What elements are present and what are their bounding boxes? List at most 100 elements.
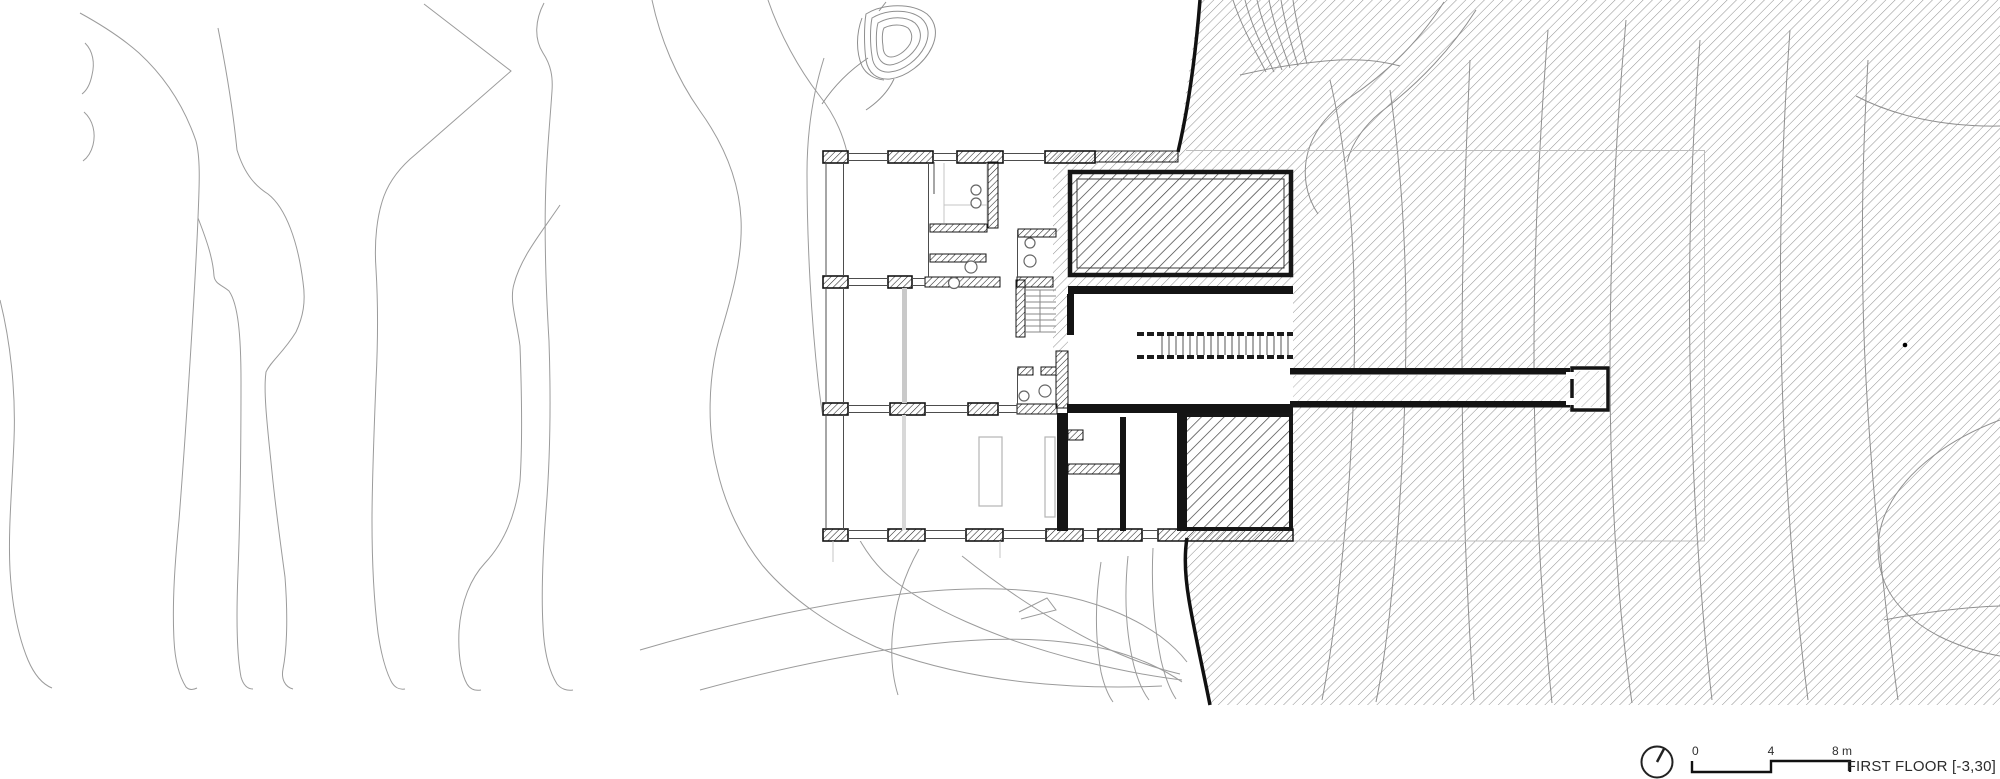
wall bbox=[1120, 417, 1126, 531]
pier bbox=[822, 150, 849, 164]
left-block-base bbox=[822, 151, 1053, 541]
sink-fixture bbox=[970, 197, 982, 209]
contour-line bbox=[536, 2, 574, 691]
gray-partition bbox=[902, 415, 906, 530]
hatched-wall bbox=[924, 276, 1001, 288]
pier bbox=[887, 150, 934, 164]
scale-tick-0: 0 bbox=[1692, 744, 1699, 758]
room-hatched-upper bbox=[1067, 169, 1294, 278]
room-hatched-lower bbox=[1183, 413, 1293, 531]
piers bbox=[822, 150, 1143, 542]
poche-hatch-band bbox=[1053, 152, 1068, 354]
scale-tick-8: 8 m bbox=[1832, 744, 1852, 758]
pier bbox=[887, 275, 913, 289]
lower-block-walls bbox=[1057, 413, 1187, 531]
sink-fixture bbox=[1018, 390, 1030, 402]
hatched-wall bbox=[929, 223, 988, 233]
rock-outcrop-contours bbox=[821, 1, 936, 111]
wall bbox=[1068, 286, 1293, 294]
contour-line bbox=[458, 204, 561, 691]
hall-base bbox=[1068, 294, 1293, 404]
hatched-wall bbox=[1017, 228, 1057, 238]
contour-lines-left bbox=[0, 0, 1188, 703]
bridge-corridor bbox=[1290, 366, 1610, 412]
hatched-wall bbox=[1094, 150, 1179, 163]
pier bbox=[1097, 528, 1143, 542]
corridor-hatch bbox=[1293, 375, 1572, 401]
contour-line bbox=[891, 548, 920, 696]
pier bbox=[822, 402, 849, 416]
survey-dot bbox=[1902, 342, 1908, 348]
contour-line bbox=[1268, 0, 1291, 69]
contour-line bbox=[1375, 89, 1407, 703]
terrain-boundary-line bbox=[1176, 0, 1212, 706]
scale-tick-4: 4 bbox=[1768, 744, 1775, 758]
stair-treads bbox=[1025, 289, 1056, 333]
pier bbox=[965, 528, 1004, 542]
contour-line bbox=[1018, 597, 1057, 620]
contour-line bbox=[1096, 561, 1114, 703]
sheet-title: FIRST FLOOR [-3,30] bbox=[1847, 758, 1996, 775]
contour-line bbox=[881, 24, 913, 58]
north-arrow-icon bbox=[1640, 745, 1674, 779]
contour-line bbox=[1688, 39, 1713, 701]
hatched-wall bbox=[1016, 276, 1054, 288]
contour-line bbox=[857, 17, 885, 81]
contour-line bbox=[1533, 29, 1553, 704]
contour-line bbox=[961, 555, 1181, 675]
hatched-wall bbox=[1067, 463, 1121, 475]
bathroom-fixtures bbox=[947, 184, 1052, 402]
corridor-wall bbox=[1290, 401, 1572, 408]
terrain-edge bbox=[1176, 0, 1202, 153]
contour-line bbox=[651, 0, 1163, 688]
pier bbox=[1044, 150, 1096, 164]
furniture bbox=[978, 436, 1003, 507]
pier bbox=[956, 150, 1004, 164]
pier bbox=[887, 528, 926, 542]
hatched-wall bbox=[987, 161, 999, 229]
sink-fixture bbox=[970, 184, 982, 196]
contour-line bbox=[1861, 59, 1899, 701]
contour-line bbox=[1883, 605, 2000, 621]
gray-partition bbox=[902, 288, 907, 403]
scale-bar-line bbox=[1690, 759, 1852, 774]
contour-line bbox=[878, 1, 887, 12]
contour-line bbox=[79, 12, 200, 690]
stair-small bbox=[1025, 289, 1056, 333]
contour-line bbox=[699, 638, 1183, 691]
room-inner-line bbox=[1076, 178, 1285, 269]
window-walls bbox=[825, 153, 1158, 539]
hatched-wall bbox=[1067, 429, 1084, 441]
wall bbox=[1067, 404, 1293, 413]
hatched-wall bbox=[1040, 366, 1057, 376]
pier bbox=[822, 528, 849, 542]
contour-line bbox=[1877, 419, 2000, 657]
legend: 0 4 8 m FIRST FLOOR [-3,30] bbox=[1640, 744, 1996, 779]
hatched-wall bbox=[1015, 279, 1026, 338]
contour-line bbox=[1151, 547, 1177, 700]
stair-long bbox=[1137, 332, 1293, 359]
pier bbox=[967, 402, 999, 416]
contour-line bbox=[1244, 0, 1275, 73]
contour-line bbox=[1304, 1, 1445, 215]
contour-line bbox=[875, 17, 921, 66]
pier bbox=[889, 402, 926, 416]
contour-line bbox=[82, 111, 95, 162]
contour-line bbox=[1239, 59, 1401, 76]
hatched-wall bbox=[1055, 350, 1069, 409]
upper-floor-outline bbox=[1186, 150, 1705, 542]
room-hatch bbox=[1068, 170, 1293, 277]
building-plan bbox=[822, 150, 1610, 562]
sink-fixture bbox=[1024, 237, 1036, 249]
contour-line bbox=[1125, 555, 1150, 701]
stair-treads bbox=[1161, 336, 1289, 355]
contour-line bbox=[865, 78, 895, 111]
contour-line bbox=[1292, 0, 1308, 65]
contour-line bbox=[1232, 0, 1267, 73]
hatched-wall bbox=[1157, 528, 1294, 542]
hatched-wall bbox=[929, 253, 987, 263]
toilet-fixture bbox=[964, 260, 978, 274]
toilet-fixture bbox=[947, 276, 961, 290]
contour-line bbox=[217, 27, 305, 690]
